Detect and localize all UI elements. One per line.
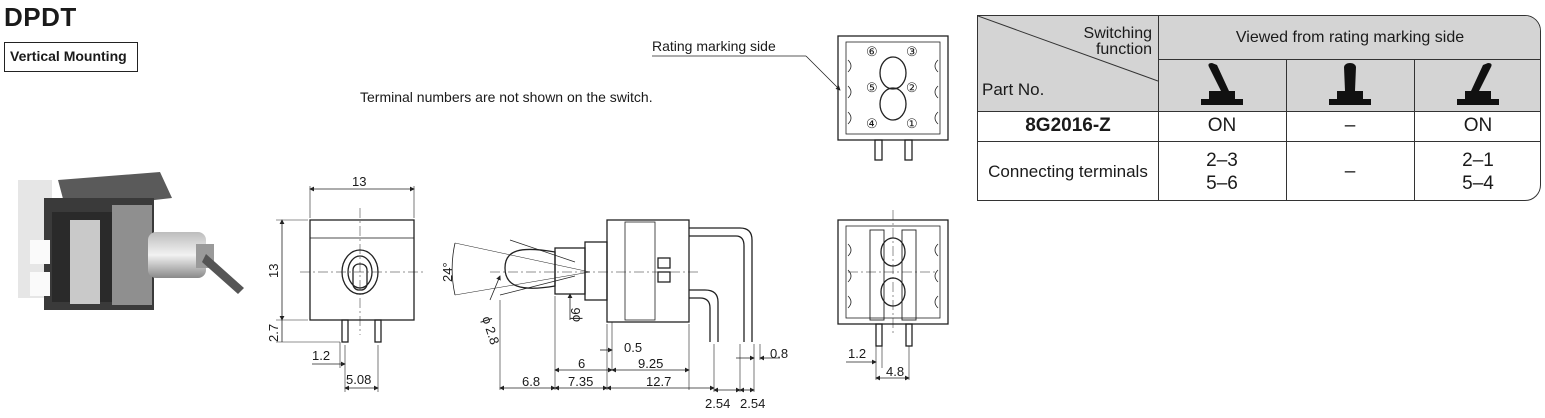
dim-side-e: 12.7: [646, 374, 671, 389]
terminal-3: ③: [906, 44, 918, 59]
dim-side-a: 6: [578, 356, 585, 371]
terminal-6: ⑥: [866, 44, 878, 59]
terminal-4: ④: [866, 116, 878, 131]
part-number-cell: 8G2016-Z: [1025, 115, 1111, 136]
lever-position-right: [1414, 59, 1540, 111]
lever-center-icon: [1329, 63, 1371, 105]
rating-side-label: Rating marking side: [652, 38, 776, 54]
mounting-label: Vertical Mounting: [4, 42, 138, 72]
grid-line: [1414, 59, 1415, 200]
dim-front-bottom: 2.7: [266, 324, 281, 342]
terminal-1: ①: [906, 116, 918, 131]
dim-pin-offset: 0.5: [624, 340, 642, 355]
position-right-state: ON: [1463, 115, 1493, 136]
dim-side-b: 9.25: [638, 356, 663, 371]
dim-front-pin-pitch: 5.08: [346, 372, 371, 387]
dim-lever-dia: ϕ 2.8: [479, 314, 502, 346]
dim-front-width: 13: [352, 174, 366, 189]
terminal-5: ⑤: [866, 80, 878, 95]
connecting-left-line2: 5–6: [1206, 172, 1238, 194]
position-center-state: –: [1344, 115, 1356, 136]
page-title: DPDT: [4, 2, 77, 32]
grid-line: [978, 141, 1540, 142]
dim-side-c: 6.8: [522, 374, 540, 389]
lever-position-center: [1286, 59, 1414, 111]
rating-side-view: [652, 35, 949, 161]
grid-line: [1158, 59, 1540, 60]
bottom-view: [837, 210, 949, 381]
dim-pitch-a: 2.54: [705, 396, 730, 411]
dim-bushing-dia: ϕ6: [568, 307, 583, 322]
lever-position-left: [1158, 59, 1286, 111]
dim-side-d: 7.35: [568, 374, 593, 389]
switching-function-label: Switching function: [1083, 25, 1152, 58]
dim-pin-thick: 0.8: [770, 346, 788, 361]
technical-drawing: 13 13 2.7 1.2 5.08: [18, 35, 949, 411]
dim-front-pin-offset: 1.2: [312, 348, 330, 363]
grid-line: [1286, 59, 1287, 200]
dim-front-height: 13: [266, 264, 281, 278]
viewed-from-header: Viewed from rating marking side: [1158, 16, 1540, 59]
dim-bottom-offset: 1.2: [848, 346, 866, 361]
connecting-right: 2–1 5–4: [1414, 141, 1540, 200]
grid-line: [1158, 16, 1159, 200]
side-view: [451, 219, 780, 393]
connecting-left-line1: 2–3: [1206, 149, 1238, 171]
connecting-left: 2–3 5–6: [1158, 141, 1286, 200]
terminal-note: Terminal numbers are not shown on the sw…: [360, 89, 653, 105]
lever-right-icon: [1457, 63, 1499, 105]
corner-header-cell: [978, 16, 1158, 111]
dim-bottom-pitch: 4.8: [886, 364, 904, 379]
terminal-2: ②: [906, 80, 918, 95]
part-no-label: Part No.: [982, 80, 1045, 99]
dim-pitch-b: 2.54: [740, 396, 765, 411]
dim-angle: 24°: [440, 262, 455, 282]
switching-function-table: Viewed from rating marking side Switchin…: [977, 15, 1541, 201]
product-photo: [18, 172, 244, 310]
connecting-center: –: [1344, 160, 1356, 182]
connecting-terminals-label: Connecting terminals: [988, 161, 1148, 181]
connecting-right-line1: 2–1: [1462, 149, 1494, 171]
connecting-right-line2: 5–4: [1462, 172, 1494, 194]
corner-diagonal: [978, 16, 1158, 82]
grid-line: [978, 111, 1540, 112]
front-view: [276, 186, 424, 392]
position-left-state: ON: [1207, 115, 1237, 136]
lever-left-icon: [1201, 63, 1243, 105]
